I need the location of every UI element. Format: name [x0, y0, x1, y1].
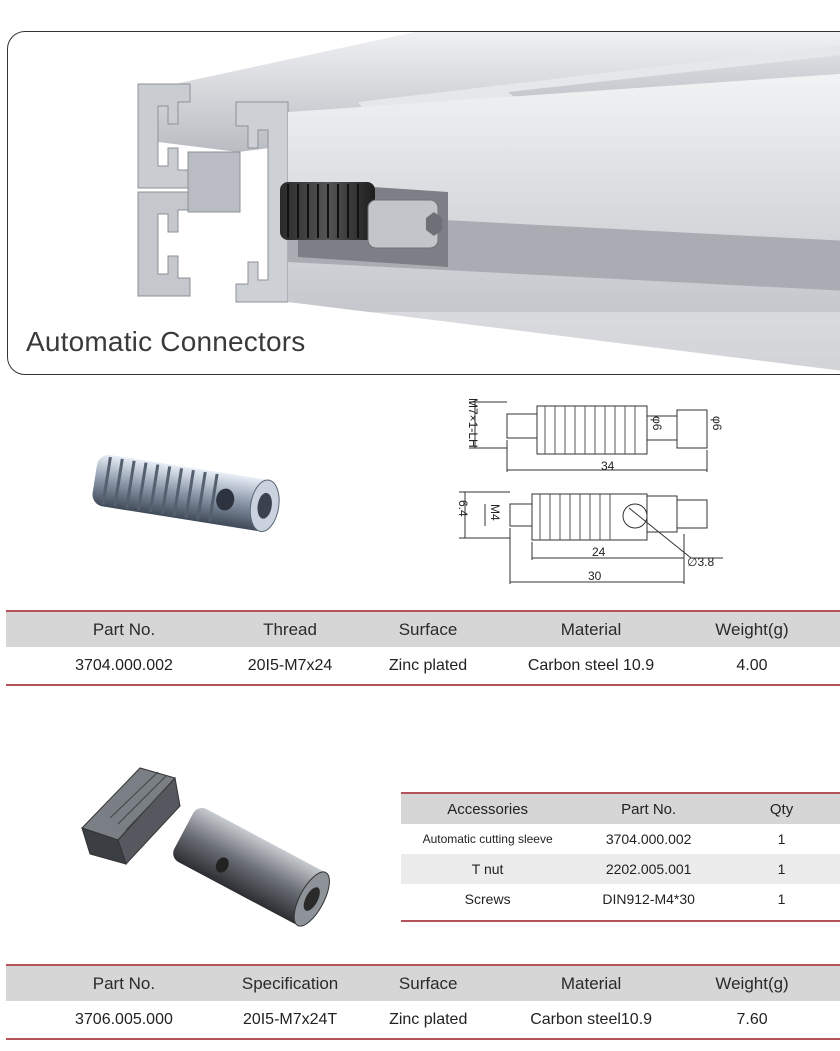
dim-hole: ∅3.8: [687, 555, 714, 569]
cell-material: Carbon steel 10.9: [527, 656, 655, 674]
t-nut-connector-photo: [81, 767, 330, 927]
acc-name: Automatic cutting sleeve: [422, 832, 553, 846]
acc-col-part-no: Part No.: [621, 800, 677, 818]
dim-d2: φ6: [710, 416, 724, 431]
table-row: 3704.000.002 20I5-M7x24 Zinc plated Carb…: [6, 647, 840, 685]
acc-name: Screws: [464, 891, 511, 907]
cell-weight: 7.60: [736, 1010, 768, 1028]
acc-qty: 1: [777, 861, 786, 877]
connector-sleeve-photo: [92, 454, 280, 533]
cell-surface: Zinc plated: [389, 1010, 468, 1028]
acc-part: 3704.000.002: [605, 831, 692, 847]
col-weight: Weight(g): [715, 619, 789, 639]
cell-part-no: 3706.005.000: [75, 1010, 173, 1028]
col-surface: Surface: [398, 973, 458, 993]
dim-d1: φ6: [650, 416, 664, 431]
dim-m4: M4: [488, 504, 502, 521]
list-item: Screws DIN912-M4*30 1: [401, 884, 840, 914]
dim-thread-top: M7×1-LH: [466, 398, 480, 448]
accessories-table-frame: [401, 792, 840, 922]
cell-surface: Zinc plated: [388, 656, 468, 674]
acc-name: T nut: [471, 861, 504, 877]
acc-part: 2202.005.001: [605, 861, 692, 877]
acc-qty: 1: [777, 891, 786, 907]
acc-col-qty: Qty: [769, 800, 794, 818]
acc-col-accessories: Accessories: [447, 800, 529, 818]
cell-specification: 20I5-M7x24T: [242, 1010, 338, 1028]
cell-weight: 4.00: [736, 656, 768, 674]
accessories-table: Accessories Part No. Qty Automatic cutti…: [401, 794, 840, 914]
col-part-no: Part No.: [92, 619, 156, 639]
list-item: Automatic cutting sleeve 3704.000.002 1: [401, 824, 840, 854]
table-row: 3706.005.000 20I5-M7x24T Zinc plated Car…: [6, 1001, 840, 1039]
connector-technical-drawing: M7×1-LH φ6 φ6 34 6.4 M4 24 30 ∅3.8: [456, 398, 724, 584]
dim-length-top: 34: [601, 459, 615, 473]
col-material: Material: [560, 619, 622, 639]
col-specification: Specification: [241, 973, 339, 993]
cell-material: Carbon steel10.9: [530, 1010, 653, 1028]
hero-banner: Automatic Connectors: [7, 31, 840, 375]
col-surface: Surface: [398, 619, 458, 639]
acc-header-row: Accessories Part No. Qty: [401, 794, 840, 824]
dim-len-inner: 24: [592, 545, 606, 559]
cell-part-no: 3704.000.002: [75, 656, 173, 674]
spec-table-1: Part No. Thread Surface Material Weight(…: [6, 610, 840, 686]
spec-table-2: Part No. Specification Surface Material …: [6, 964, 840, 1040]
aluminum-profile-image: [8, 32, 840, 374]
col-thread: Thread: [263, 619, 317, 639]
table-header-row: Part No. Specification Surface Material …: [6, 965, 840, 1001]
page-title: Automatic Connectors: [26, 326, 306, 357]
dim-height: 6.4: [456, 500, 470, 517]
col-part-no: Part No.: [92, 973, 156, 993]
acc-part: DIN912-M4*30: [602, 891, 695, 907]
dim-len-total: 30: [588, 569, 602, 583]
list-item: T nut 2202.005.001 1: [401, 854, 840, 884]
cell-thread: 20I5-M7x24: [247, 656, 333, 674]
col-material: Material: [560, 973, 622, 993]
col-weight: Weight(g): [715, 973, 789, 993]
table-header-row: Part No. Thread Surface Material Weight(…: [6, 611, 840, 647]
acc-qty: 1: [777, 831, 786, 847]
